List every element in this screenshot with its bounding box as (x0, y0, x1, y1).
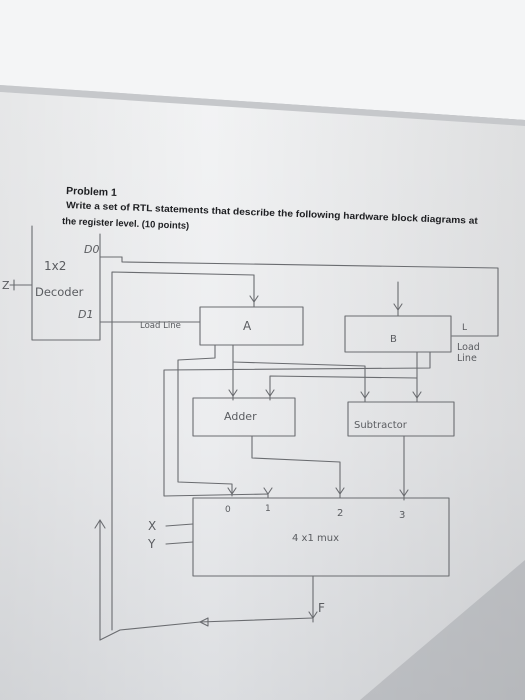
register-a-label: A (243, 319, 252, 333)
problem-line-2: the register level. (10 points) (62, 215, 189, 231)
register-a-load-label: Load Line (140, 321, 181, 331)
b-to-adder (269, 351, 418, 401)
mux-sel-x-label: X (148, 519, 156, 533)
decoder-d1-label: D1 (78, 308, 93, 321)
mux-feedback-bottom (199, 617, 209, 627)
register-b-load-2: Load (457, 342, 480, 353)
block-diagram (9, 225, 499, 641)
decoder-size-label: 1x2 (44, 259, 66, 273)
mux2-arrow (335, 487, 345, 495)
bottom-shadow (360, 560, 525, 700)
d0-route (121, 256, 499, 337)
b-to-adder-arrow (265, 389, 275, 397)
decoder-input-label: Z (2, 279, 10, 292)
register-b-load-3: Line (457, 353, 477, 364)
adder-box (192, 397, 296, 437)
decoder-d0-label: D0 (84, 243, 99, 256)
mux3-arrow (399, 489, 409, 497)
diagram-labels: D0 1x2 Decoder D1 Z Load Line A B L Load… (2, 243, 480, 615)
b-to-sub-arrow (412, 391, 422, 399)
problem-heading: Problem 1 (66, 185, 117, 199)
adder-label: Adder (224, 410, 257, 423)
b-input-arrow (393, 303, 403, 311)
mux1-arrow (263, 487, 273, 495)
mux-output-label: F (318, 601, 325, 615)
mux-in0-label: 0 (225, 505, 231, 515)
left-bus (111, 271, 255, 631)
mux-sel-y-label: Y (147, 537, 156, 551)
register-b-load-l: L (462, 323, 467, 333)
paper-shading (0, 92, 525, 700)
mux-label: 4 x1 mux (292, 533, 339, 544)
decoder-label: Decoder (35, 285, 84, 299)
subtractor-box (347, 401, 455, 437)
mux-output-arrow (308, 611, 318, 619)
a-to-adder-arrow (228, 389, 238, 397)
arrow-up (94, 519, 106, 529)
b-to-mux-1 (163, 351, 431, 499)
f-to-feedback (99, 617, 314, 641)
register-b-label: B (390, 334, 397, 345)
subtractor-label: Subtractor (354, 420, 408, 431)
register-a (199, 306, 304, 346)
mux-in2-label: 2 (337, 508, 343, 519)
paper-sheet-back (0, 0, 525, 120)
adder-to-mux-2 (251, 435, 341, 499)
a-input-arrow (249, 295, 259, 303)
mux-box (192, 497, 450, 577)
mux-in1-label: 1 (265, 504, 271, 514)
a-to-sub (232, 361, 366, 403)
paper-fold-shadow (0, 85, 525, 128)
a-to-sub-arrow (360, 391, 370, 399)
mux-in3-label: 3 (399, 510, 405, 521)
decoder-box (31, 225, 101, 341)
sel-x-wire (165, 523, 194, 527)
mux0-arrow (227, 487, 237, 495)
a-to-mux-0 (177, 344, 233, 497)
sel-y-wire (165, 541, 194, 545)
